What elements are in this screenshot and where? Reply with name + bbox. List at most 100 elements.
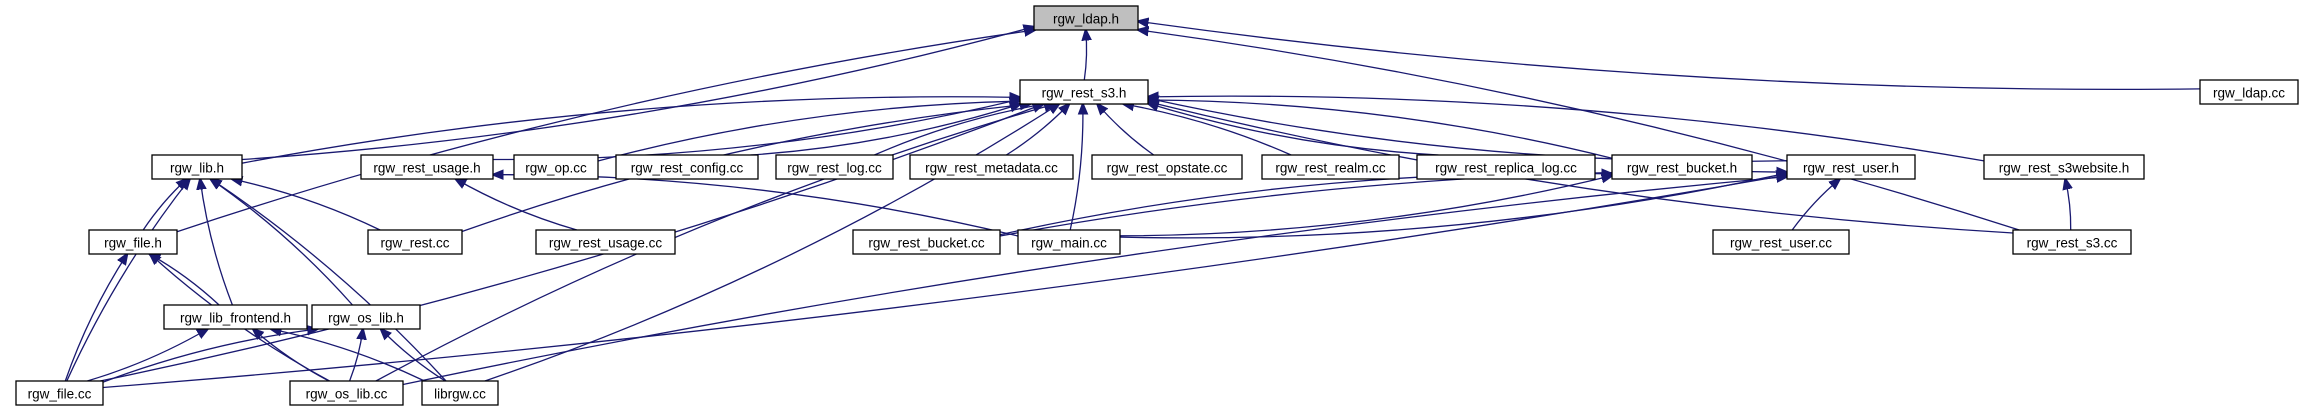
edge-rgw_file_h-to-rgw_lib_h xyxy=(142,179,187,231)
node-rgw-ldap-cc[interactable]: rgw_ldap.cc xyxy=(2199,79,2299,105)
node-rgw-os-lib-h[interactable]: rgw_os_lib.h xyxy=(311,304,421,330)
node-rgw-rest-realm-cc[interactable]: rgw_rest_realm.cc xyxy=(1261,154,1400,180)
node-label: rgw_rest_opstate.cc xyxy=(1107,161,1228,176)
node-box[interactable] xyxy=(421,380,499,406)
node-rgw-file-h[interactable]: rgw_file.h xyxy=(88,229,178,255)
edge-layer xyxy=(64,21,2201,389)
edge-rgw_main_cc-to-rgw_rest_user_h xyxy=(1119,173,1787,239)
node-label: rgw_rest_bucket.cc xyxy=(868,236,985,251)
node-label: rgw_file.h xyxy=(104,236,162,251)
node-box[interactable] xyxy=(1033,5,1139,31)
node-label: rgw_rest_s3.h xyxy=(1042,86,1127,101)
node-box[interactable] xyxy=(909,154,1074,180)
node-box[interactable] xyxy=(1712,229,1850,255)
node-box[interactable] xyxy=(2012,229,2132,255)
node-rgw-rest-s3-h[interactable]: rgw_rest_s3.h xyxy=(1019,79,1149,105)
node-rgw-rest-cc[interactable]: rgw_rest.cc xyxy=(367,229,463,255)
edge-rgw_lib_frontend_h-to-rgw_lib_h xyxy=(200,179,234,306)
node-label: rgw_ldap.cc xyxy=(2213,86,2285,101)
edge-rgw_rest_s3_cc-to-rgw_rest_s3website_h xyxy=(2065,179,2070,231)
node-rgw-rest-user-h[interactable]: rgw_rest_user.h xyxy=(1786,154,1916,180)
node-rgw-rest-bucket-h[interactable]: rgw_rest_bucket.h xyxy=(1611,154,1753,180)
node-rgw-rest-s3website-h[interactable]: rgw_rest_s3website.h xyxy=(1983,154,2145,180)
node-box[interactable] xyxy=(151,154,243,180)
node-box[interactable] xyxy=(1017,229,1121,255)
edge-librgw_cc-to-rgw_lib_h xyxy=(211,179,447,382)
node-rgw-rest-bucket-cc[interactable]: rgw_rest_bucket.cc xyxy=(852,229,1001,255)
node-label: rgw_lib_frontend.h xyxy=(180,311,291,326)
edge-rgw_rest_replica_log_cc-to-rgw_rest_s3_h xyxy=(1148,103,1439,156)
node-box[interactable] xyxy=(289,380,404,406)
node-rgw-os-lib-cc[interactable]: rgw_os_lib.cc xyxy=(289,380,404,406)
node-rgw-rest-log-cc[interactable]: rgw_rest_log.cc xyxy=(775,154,894,180)
node-box[interactable] xyxy=(15,380,104,406)
node-rgw-rest-usage-h[interactable]: rgw_rest_usage.h xyxy=(360,154,494,180)
node-rgw-lib-frontend-h[interactable]: rgw_lib_frontend.h xyxy=(163,304,308,330)
node-rgw-file-cc[interactable]: rgw_file.cc xyxy=(15,380,104,406)
node-label: rgw_os_lib.cc xyxy=(306,387,388,402)
node-rgw-lib-h[interactable]: rgw_lib.h xyxy=(151,154,243,180)
node-box[interactable] xyxy=(775,154,894,180)
edge-librgw_cc-to-rgw_os_lib_h xyxy=(381,329,446,382)
node-box[interactable] xyxy=(1091,154,1243,180)
node-label: rgw_rest_replica_log.cc xyxy=(1435,161,1577,176)
edge-rgw_rest_s3_h-to-rgw_ldap_h xyxy=(1084,30,1086,81)
node-label: rgw_op.cc xyxy=(525,161,587,176)
edge-rgw_rest_user_cc-to-rgw_rest_user_h xyxy=(1791,179,1840,231)
edge-rgw_rest_cc-to-rgw_lib_h xyxy=(232,179,381,231)
node-rgw-rest-metadata-cc[interactable]: rgw_rest_metadata.cc xyxy=(909,154,1074,180)
node-rgw-rest-replica-log-cc[interactable]: rgw_rest_replica_log.cc xyxy=(1416,154,1596,180)
node-rgw-rest-config-cc[interactable]: rgw_rest_config.cc xyxy=(615,154,759,180)
node-label: rgw_rest_config.cc xyxy=(631,161,744,176)
node-box[interactable] xyxy=(163,304,308,330)
node-box[interactable] xyxy=(513,154,599,180)
node-label: rgw_rest_usage.cc xyxy=(549,236,663,251)
edge-rgw_rest_s3website_h-to-rgw_rest_s3_h xyxy=(1148,96,1985,162)
node-box[interactable] xyxy=(367,229,463,255)
node-rgw-main-cc[interactable]: rgw_main.cc xyxy=(1017,229,1121,255)
node-box[interactable] xyxy=(88,229,178,255)
edge-rgw_file_cc-to-rgw_lib_h xyxy=(66,179,190,382)
node-box[interactable] xyxy=(1019,79,1149,105)
node-rgw-rest-s3-cc[interactable]: rgw_rest_s3.cc xyxy=(2012,229,2132,255)
node-box[interactable] xyxy=(1261,154,1400,180)
node-box[interactable] xyxy=(1416,154,1596,180)
node-box[interactable] xyxy=(615,154,759,180)
edge-rgw_rest_user_h-to-rgw_rest_s3_h xyxy=(1148,98,1788,162)
node-box[interactable] xyxy=(1786,154,1916,180)
node-rgw-rest-opstate-cc[interactable]: rgw_rest_opstate.cc xyxy=(1091,154,1243,180)
edge-rgw_lib_frontend_h-to-rgw_file_h xyxy=(149,254,220,306)
node-rgw-rest-usage-cc[interactable]: rgw_rest_usage.cc xyxy=(535,229,676,255)
node-box[interactable] xyxy=(2199,79,2299,105)
node-rgw-op-cc[interactable]: rgw_op.cc xyxy=(513,154,599,180)
edge-rgw_file_h-to-rgw_ldap_h xyxy=(176,30,1035,233)
node-rgw-ldap-h[interactable]: rgw_ldap.h xyxy=(1033,5,1139,31)
node-label: rgw_rest_metadata.cc xyxy=(925,161,1058,176)
node-label: librgw.cc xyxy=(434,387,486,402)
node-label: rgw_rest_usage.h xyxy=(373,161,480,176)
node-box[interactable] xyxy=(1983,154,2145,180)
edge-rgw_os_lib_cc-to-rgw_rest_user_h xyxy=(402,177,1787,386)
node-label: rgw_main.cc xyxy=(1031,236,1107,251)
node-label: rgw_rest_s3.cc xyxy=(2027,236,2118,251)
node-label: rgw_rest_bucket.h xyxy=(1627,161,1737,176)
node-box[interactable] xyxy=(1611,154,1753,180)
node-label: rgw_rest_log.cc xyxy=(787,161,882,176)
node-librgw-cc[interactable]: librgw.cc xyxy=(421,380,499,406)
edge-rgw_rest_metadata_cc-to-rgw_rest_s3_h xyxy=(1005,104,1069,156)
edge-rgw_lib_h-to-rgw_ldap_h xyxy=(241,27,1034,161)
edge-rgw_os_lib_cc-to-rgw_lib_frontend_h xyxy=(253,329,330,382)
edge-rgw_file_cc-to-rgw_os_lib_h xyxy=(102,329,318,383)
edge-rgw_rest_opstate_cc-to-rgw_rest_s3_h xyxy=(1097,104,1155,156)
node-box[interactable] xyxy=(311,304,421,330)
node-box[interactable] xyxy=(852,229,1001,255)
node-label: rgw_lib.h xyxy=(170,161,224,176)
node-label: rgw_rest_user.h xyxy=(1803,161,1899,176)
edge-rgw_file_cc-to-rgw_lib_frontend_h xyxy=(87,329,207,382)
node-box[interactable] xyxy=(535,229,676,255)
edge-rgw_rest_usage_cc-to-rgw_rest_usage_h xyxy=(456,179,578,231)
node-box[interactable] xyxy=(360,154,494,180)
edge-rgw_rest_config_cc-to-rgw_rest_s3_h xyxy=(750,104,1021,156)
node-rgw-rest-user-cc[interactable]: rgw_rest_user.cc xyxy=(1712,229,1850,255)
